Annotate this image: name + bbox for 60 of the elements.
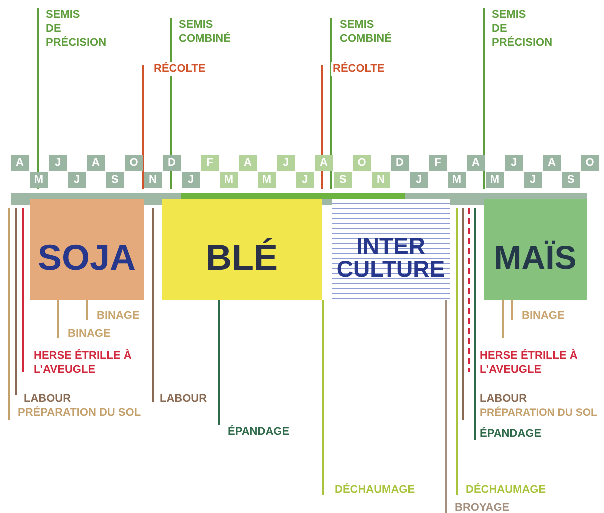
month-cell: J xyxy=(49,155,67,171)
month-cell: A xyxy=(239,155,257,171)
operation-label: HERSE ÉTRILLE À L’AVEUGLE xyxy=(34,349,133,377)
month-cell: A xyxy=(467,155,485,171)
month-cell: M xyxy=(486,172,504,188)
month-cell: M xyxy=(220,172,238,188)
operation-label: SEMIS DE PRÉCISION xyxy=(492,8,552,50)
month-cell: S xyxy=(106,172,124,188)
operation-label: ÉPANDAGE xyxy=(218,425,290,440)
operation-label: RÉCOLTE xyxy=(331,62,387,76)
month-cell: F xyxy=(429,155,447,171)
month-cell: D xyxy=(391,155,409,171)
operation-label: ÉPANDAGE xyxy=(480,427,542,441)
operation-label: BROYAGE xyxy=(455,501,510,513)
month-cell: M xyxy=(258,172,276,188)
month-cell: O xyxy=(581,155,599,171)
month-cell: J xyxy=(68,172,86,188)
month-cell: S xyxy=(334,172,352,188)
month-cell: M xyxy=(30,172,48,188)
month-cell: S xyxy=(562,172,580,188)
month-cell: N xyxy=(144,172,162,188)
operation-label: LABOUR xyxy=(160,392,208,406)
operation-label: LABOUR xyxy=(24,392,72,406)
month-cell: J xyxy=(182,172,200,188)
operation-label: PRÉPARATION DU SOL xyxy=(480,406,598,420)
crop-block xyxy=(162,199,322,300)
month-cell: J xyxy=(277,155,295,171)
operation-label: RÉCOLTE xyxy=(152,62,208,76)
month-cell: O xyxy=(125,155,143,171)
timing-line xyxy=(218,300,220,425)
crop-block xyxy=(484,199,587,300)
month-cell: A xyxy=(315,155,333,171)
month-cell: D xyxy=(163,155,181,171)
month-cell: F xyxy=(201,155,219,171)
crop-name: INTER CULTURE xyxy=(336,234,446,280)
operation-label: SEMIS COMBINÉ xyxy=(340,18,393,46)
crop-name: MAÏS xyxy=(494,241,577,274)
operation-label: SEMIS COMBINÉ xyxy=(179,18,232,46)
operation-label: HERSE ÉTRILLE À L’AVEUGLE xyxy=(480,349,579,377)
operation-label: DÉCHAUMAGE xyxy=(466,483,546,497)
operation-label: DÉCHAUMAGE xyxy=(335,483,416,497)
crop-block xyxy=(30,199,144,300)
month-cell: A xyxy=(87,155,105,171)
crop-name: BLÉ xyxy=(206,240,278,276)
operation-label: BINAGE xyxy=(522,309,565,323)
month-cell: A xyxy=(11,155,29,171)
month-cell: A xyxy=(543,155,561,171)
month-cell: J xyxy=(524,172,542,188)
month-cell: O xyxy=(353,155,371,171)
crop-name: SOJA xyxy=(38,240,136,276)
month-cell: M xyxy=(448,172,466,188)
operation-label: BINAGE xyxy=(68,327,111,341)
operation-label: SEMIS DE PRÉCISION xyxy=(46,8,106,50)
month-cell: J xyxy=(410,172,428,188)
operation-label: PRÉPARATION DU SOL xyxy=(18,406,142,420)
operation-label: LABOUR xyxy=(480,392,528,406)
month-cell: N xyxy=(372,172,390,188)
month-cell: J xyxy=(505,155,523,171)
month-cell: J xyxy=(296,172,314,188)
operation-label: BINAGE xyxy=(97,309,140,323)
